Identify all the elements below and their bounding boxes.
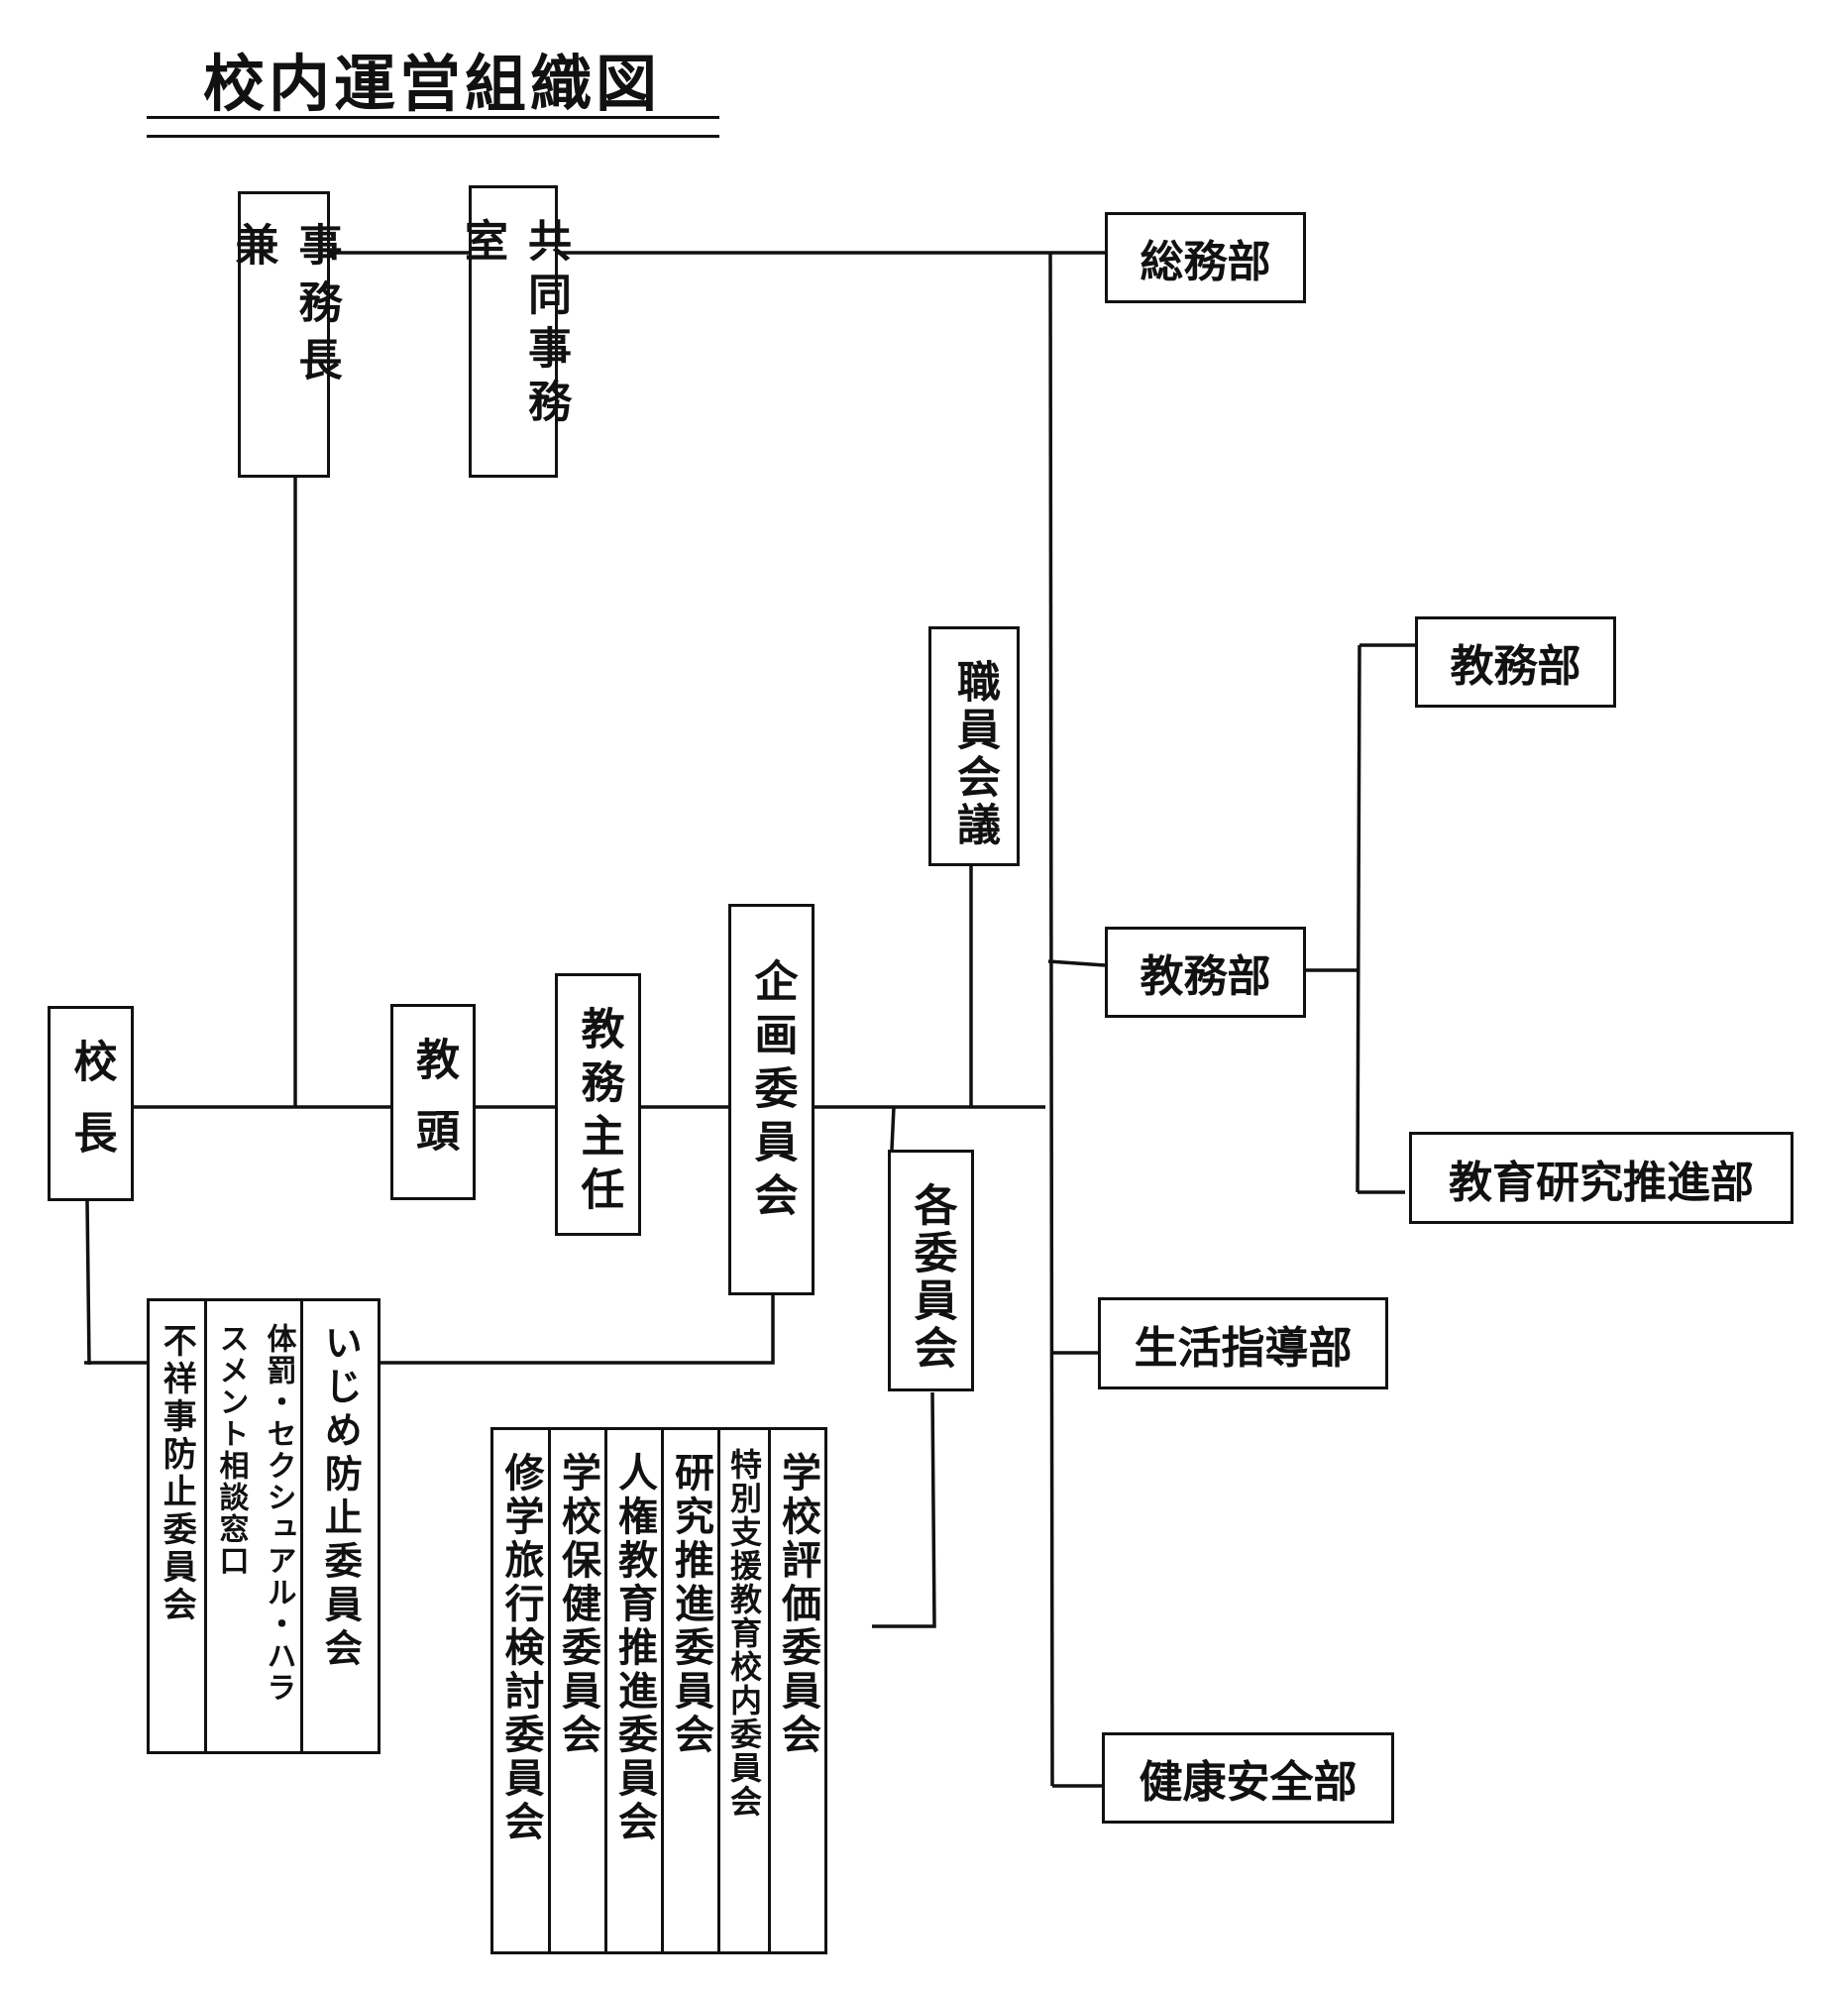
principal-box: 校長: [48, 1006, 134, 1201]
title-underline: [147, 116, 719, 119]
school-committee-3: 研究推進委員会: [661, 1430, 717, 1951]
line-trunk-academic: [1047, 959, 1106, 967]
school-committee-6-label: 修学旅行検討委員会: [497, 1452, 544, 1844]
line-principal-down: [85, 1200, 91, 1366]
principal-committees-table: いじめ防止委員会 体罰・セクシュアル・ハラスメント相談窓口 不祥事防止委員会: [147, 1298, 380, 1754]
line-sub-trunk: [1356, 644, 1361, 1193]
dept-academic-affairs-sub-label: 教務部: [1450, 641, 1581, 692]
principal-committee-3: 不祥事防止委員会: [150, 1301, 204, 1751]
dept-health-safety: 健康安全部: [1102, 1732, 1394, 1824]
office-head-label: 事務長 兼: [227, 222, 342, 394]
school-committee-3-label: 研究推進委員会: [668, 1452, 713, 1757]
school-committee-1-label: 学校評価委員会: [775, 1452, 820, 1757]
school-committee-4: 人権教育推進委員会: [604, 1430, 661, 1951]
planning-committee-box: 企画委員会: [728, 904, 815, 1295]
school-committee-6: 修学旅行検討委員会: [493, 1430, 548, 1951]
school-committee-1: 学校評価委員会: [768, 1430, 824, 1951]
school-committee-4-label: 人権教育推進委員会: [611, 1452, 657, 1844]
line-planning-committees: [380, 1293, 775, 1365]
dept-general-affairs: 総務部: [1105, 212, 1306, 303]
dept-student-guidance-label: 生活指導部: [1134, 1322, 1353, 1374]
planning-committee-label: 企画委員会: [746, 958, 798, 1226]
school-committee-2: 特別支援教育校内委員会: [717, 1430, 768, 1951]
title-underline-double: [147, 135, 719, 138]
dept-health-safety-label: 健康安全部: [1139, 1757, 1358, 1808]
principal-label: 校長: [65, 1039, 117, 1181]
school-committees-table: 学校評価委員会 特別支援教育校内委員会 研究推進委員会 人権教育推進委員会 学校…: [490, 1427, 827, 1954]
dept-education-research-label: 教育研究推進部: [1449, 1157, 1754, 1208]
staff-meeting-label: 職員会議: [949, 659, 1000, 849]
dept-academic-affairs: 教務部: [1105, 927, 1306, 1018]
principal-committee-2-label: 体罰・セクシュアル・ハラスメント相談窓口: [213, 1323, 296, 1704]
dept-academic-affairs-sub: 教務部: [1415, 616, 1616, 708]
joint-office-label: 共同事務室: [457, 218, 571, 432]
school-committee-5-label: 学校保健委員会: [555, 1452, 600, 1757]
dept-general-affairs-label: 総務部: [1140, 237, 1271, 287]
dept-education-research: 教育研究推進部: [1409, 1132, 1794, 1224]
academic-chief-label: 教務主任: [573, 1006, 624, 1220]
staff-meeting-box: 職員会議: [928, 626, 1020, 866]
line-each-school-committees: [872, 1391, 936, 1628]
principal-committee-3-label: 不祥事防止委員会: [157, 1323, 197, 1624]
vice-principal-label: 教頭: [408, 1037, 459, 1179]
vice-principal-box: 教頭: [390, 1004, 476, 1200]
line-each-committee-up: [890, 1106, 896, 1151]
school-committee-2-label: 特別支援教育校内委員会: [725, 1448, 763, 1819]
page-title: 校内運営組織図: [203, 48, 662, 120]
joint-office-box: 共同事務室: [457, 185, 571, 478]
principal-committee-2: 体罰・セクシュアル・ハラスメント相談窓口: [204, 1301, 304, 1751]
each-committee-box: 各委員会: [888, 1150, 974, 1391]
dept-academic-affairs-label: 教務部: [1140, 951, 1271, 1002]
each-committee-label: 各委員会: [906, 1182, 957, 1373]
line-right-trunk: [1048, 252, 1054, 1787]
principal-committee-1: いじめ防止委員会: [303, 1301, 378, 1751]
school-committee-5: 学校保健委員会: [548, 1430, 604, 1951]
principal-committee-1-label: いじめ防止委員会: [318, 1323, 363, 1672]
office-head-box: 事務長 兼: [228, 191, 342, 478]
dept-student-guidance: 生活指導部: [1098, 1297, 1388, 1389]
academic-chief-box: 教務主任: [555, 973, 641, 1236]
